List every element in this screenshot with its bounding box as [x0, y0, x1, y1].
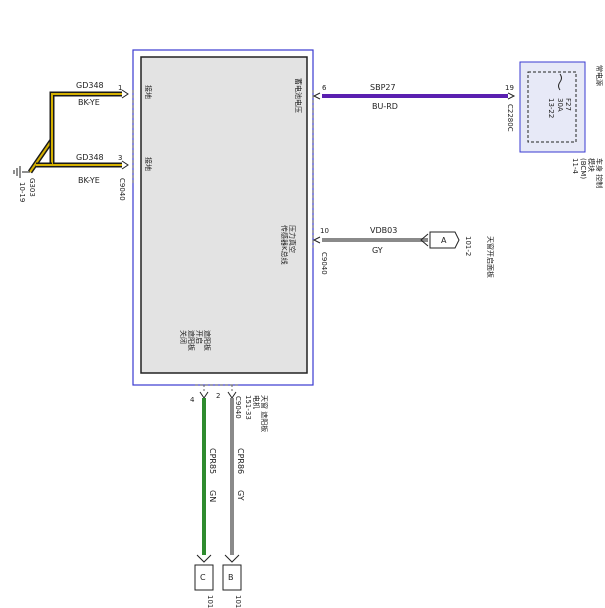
connector-bottom: C9040 — [234, 396, 242, 419]
roof-panel-label: 天窗开启面板 — [486, 236, 495, 278]
w3-pin: 3 — [118, 154, 122, 162]
w6-circuit: SBP27 — [370, 83, 396, 92]
pin10-label-1: 压力真空 — [288, 225, 297, 253]
w4-color: GN — [208, 490, 217, 502]
ground-ref: 10-19 — [18, 182, 26, 202]
module-name-1: 天窗 遮阳板 — [260, 395, 269, 432]
fuse-ref: 13-22 — [547, 98, 555, 118]
w10-color: GY — [372, 246, 383, 255]
bcm-label-3: (BCM) — [579, 158, 587, 179]
bottom-b-ref: 101 — [234, 595, 242, 608]
wire-gd348 — [27, 91, 122, 174]
fuse-box — [519, 61, 586, 153]
module-ref: 151-33 — [244, 395, 252, 420]
bottom-connector-c — [194, 564, 214, 591]
motor-label-1: 遮阳板 — [203, 330, 212, 351]
fuse-icon — [558, 73, 562, 91]
w6-color: BU-RD — [372, 102, 398, 111]
motor-label-4: 关闭 — [179, 330, 188, 344]
w10-circuit: VDB03 — [370, 226, 397, 235]
w3-color: BK-YE — [78, 176, 100, 185]
bcm-label-1: 车身 控制 — [595, 158, 604, 188]
w2-pin: 2 — [216, 392, 220, 400]
pin6-label: 蓄电池电压 — [294, 78, 303, 113]
fuse-connector: C2280C — [506, 104, 514, 132]
bottom-connector-b — [222, 564, 242, 591]
w1-pin: 1 — [118, 84, 122, 92]
motor-label-3: 遮阳板 — [187, 330, 196, 351]
fuse-pin: 19 — [505, 84, 514, 92]
w3-circuit: GD348 — [76, 153, 104, 162]
fuse-amps: 30A — [556, 98, 564, 112]
w1-circuit: GD348 — [76, 81, 104, 90]
w10-pin: 10 — [320, 227, 329, 235]
roof-panel-ref: 101-2 — [464, 236, 472, 256]
roof-panel-connector — [429, 231, 460, 249]
w4-circuit: CPR85 — [208, 448, 217, 474]
pin3-label: 接地 — [144, 157, 153, 171]
w2-circuit: CPR86 — [236, 448, 245, 474]
bottom-b-pin: B — [228, 573, 234, 582]
bottom-c-ref: 101 — [206, 595, 214, 608]
module-inner-box — [140, 56, 308, 374]
w1-color: BK-YE — [78, 98, 100, 107]
module-name-2: 电机 — [252, 395, 261, 409]
connector-left: C9040 — [118, 178, 126, 201]
bottom-c-pin: C — [200, 573, 206, 582]
fuse-name: F27 — [564, 98, 572, 111]
ground-icon — [13, 166, 30, 178]
connector-right: C9040 — [320, 252, 328, 275]
bcm-label-2: 模块 — [587, 158, 596, 172]
bcm-ref: 11-4 — [571, 158, 579, 174]
w6-pin: 6 — [322, 84, 327, 92]
fuse-title: 常电源 — [595, 65, 604, 86]
pin10-label-2: 传感器K总线 — [280, 225, 289, 265]
w4-pin: 4 — [190, 396, 195, 404]
roof-panel-pin: A — [441, 236, 447, 245]
ground-name: G303 — [28, 178, 36, 197]
motor-label-2: 开启 — [195, 330, 204, 344]
w2-color: GY — [236, 490, 245, 501]
pin1-label: 接地 — [144, 85, 153, 99]
